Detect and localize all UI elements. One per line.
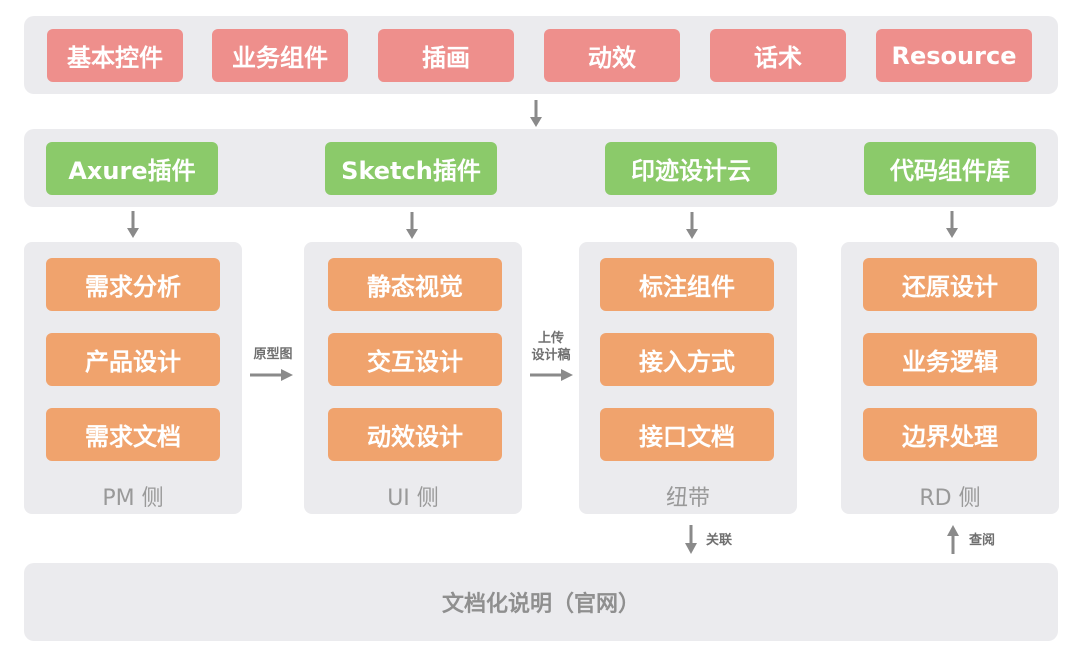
pm-item-requirement-analysis: 需求分析: [46, 258, 220, 311]
ui-panel-label: UI 侧: [387, 486, 439, 511]
edge-label-link: 关联: [706, 533, 733, 548]
pm-item-requirement-doc: 需求文档: [46, 408, 220, 461]
pm-item-product-design: 产品设计: [46, 333, 220, 386]
documentation-label: 文档化说明（官网）: [441, 592, 640, 617]
link-item-api-doc: 接口文档: [600, 408, 774, 461]
arrow-down-icon: [406, 212, 418, 239]
link-item-annotation-component: 标注组件: [600, 258, 774, 311]
arrow-down-icon: [946, 211, 958, 238]
resource-business-components: 业务组件: [212, 29, 348, 82]
edge-label-prototype: 原型图: [253, 347, 293, 362]
rd-item-restore-design: 还原设计: [863, 258, 1037, 311]
ui-item-static-visual: 静态视觉: [328, 258, 502, 311]
ui-item-motion-design: 动效设计: [328, 408, 502, 461]
documentation-band: [24, 563, 1058, 641]
ui-item-interaction-design: 交互设计: [328, 333, 502, 386]
plugin-sketch: Sketch插件: [325, 142, 497, 195]
arrow-down-icon: [127, 211, 139, 238]
arrow-down-icon: [530, 100, 542, 127]
arrow-right-icon: [530, 369, 573, 381]
resource-illustration: 插画: [378, 29, 514, 82]
arrow-up-icon: [947, 525, 959, 554]
rd-item-edge-handling: 边界处理: [863, 408, 1037, 461]
arrow-right-icon: [250, 369, 293, 381]
edge-label-consult: 查阅: [969, 533, 996, 548]
edge-label-design-draft: 设计稿: [531, 348, 571, 363]
arrow-down-icon: [685, 525, 697, 554]
plugin-axure: Axure插件: [46, 142, 218, 195]
arrow-down-icon: [686, 212, 698, 239]
link-item-integration-method: 接入方式: [600, 333, 774, 386]
resource-motion: 动效: [544, 29, 680, 82]
link-panel-label: 纽带: [665, 486, 710, 511]
rd-item-business-logic: 业务逻辑: [863, 333, 1037, 386]
resource-basic-controls: 基本控件: [47, 29, 183, 82]
edge-label-upload: 上传: [537, 331, 564, 346]
pm-panel-label: PM 侧: [102, 486, 164, 511]
resource-resource: Resource: [876, 29, 1032, 82]
rd-panel-label: RD 侧: [919, 486, 981, 511]
plugin-design-cloud: 印迹设计云: [605, 142, 777, 195]
resource-copywriting: 话术: [710, 29, 846, 82]
plugin-code-library: 代码组件库: [864, 142, 1036, 195]
